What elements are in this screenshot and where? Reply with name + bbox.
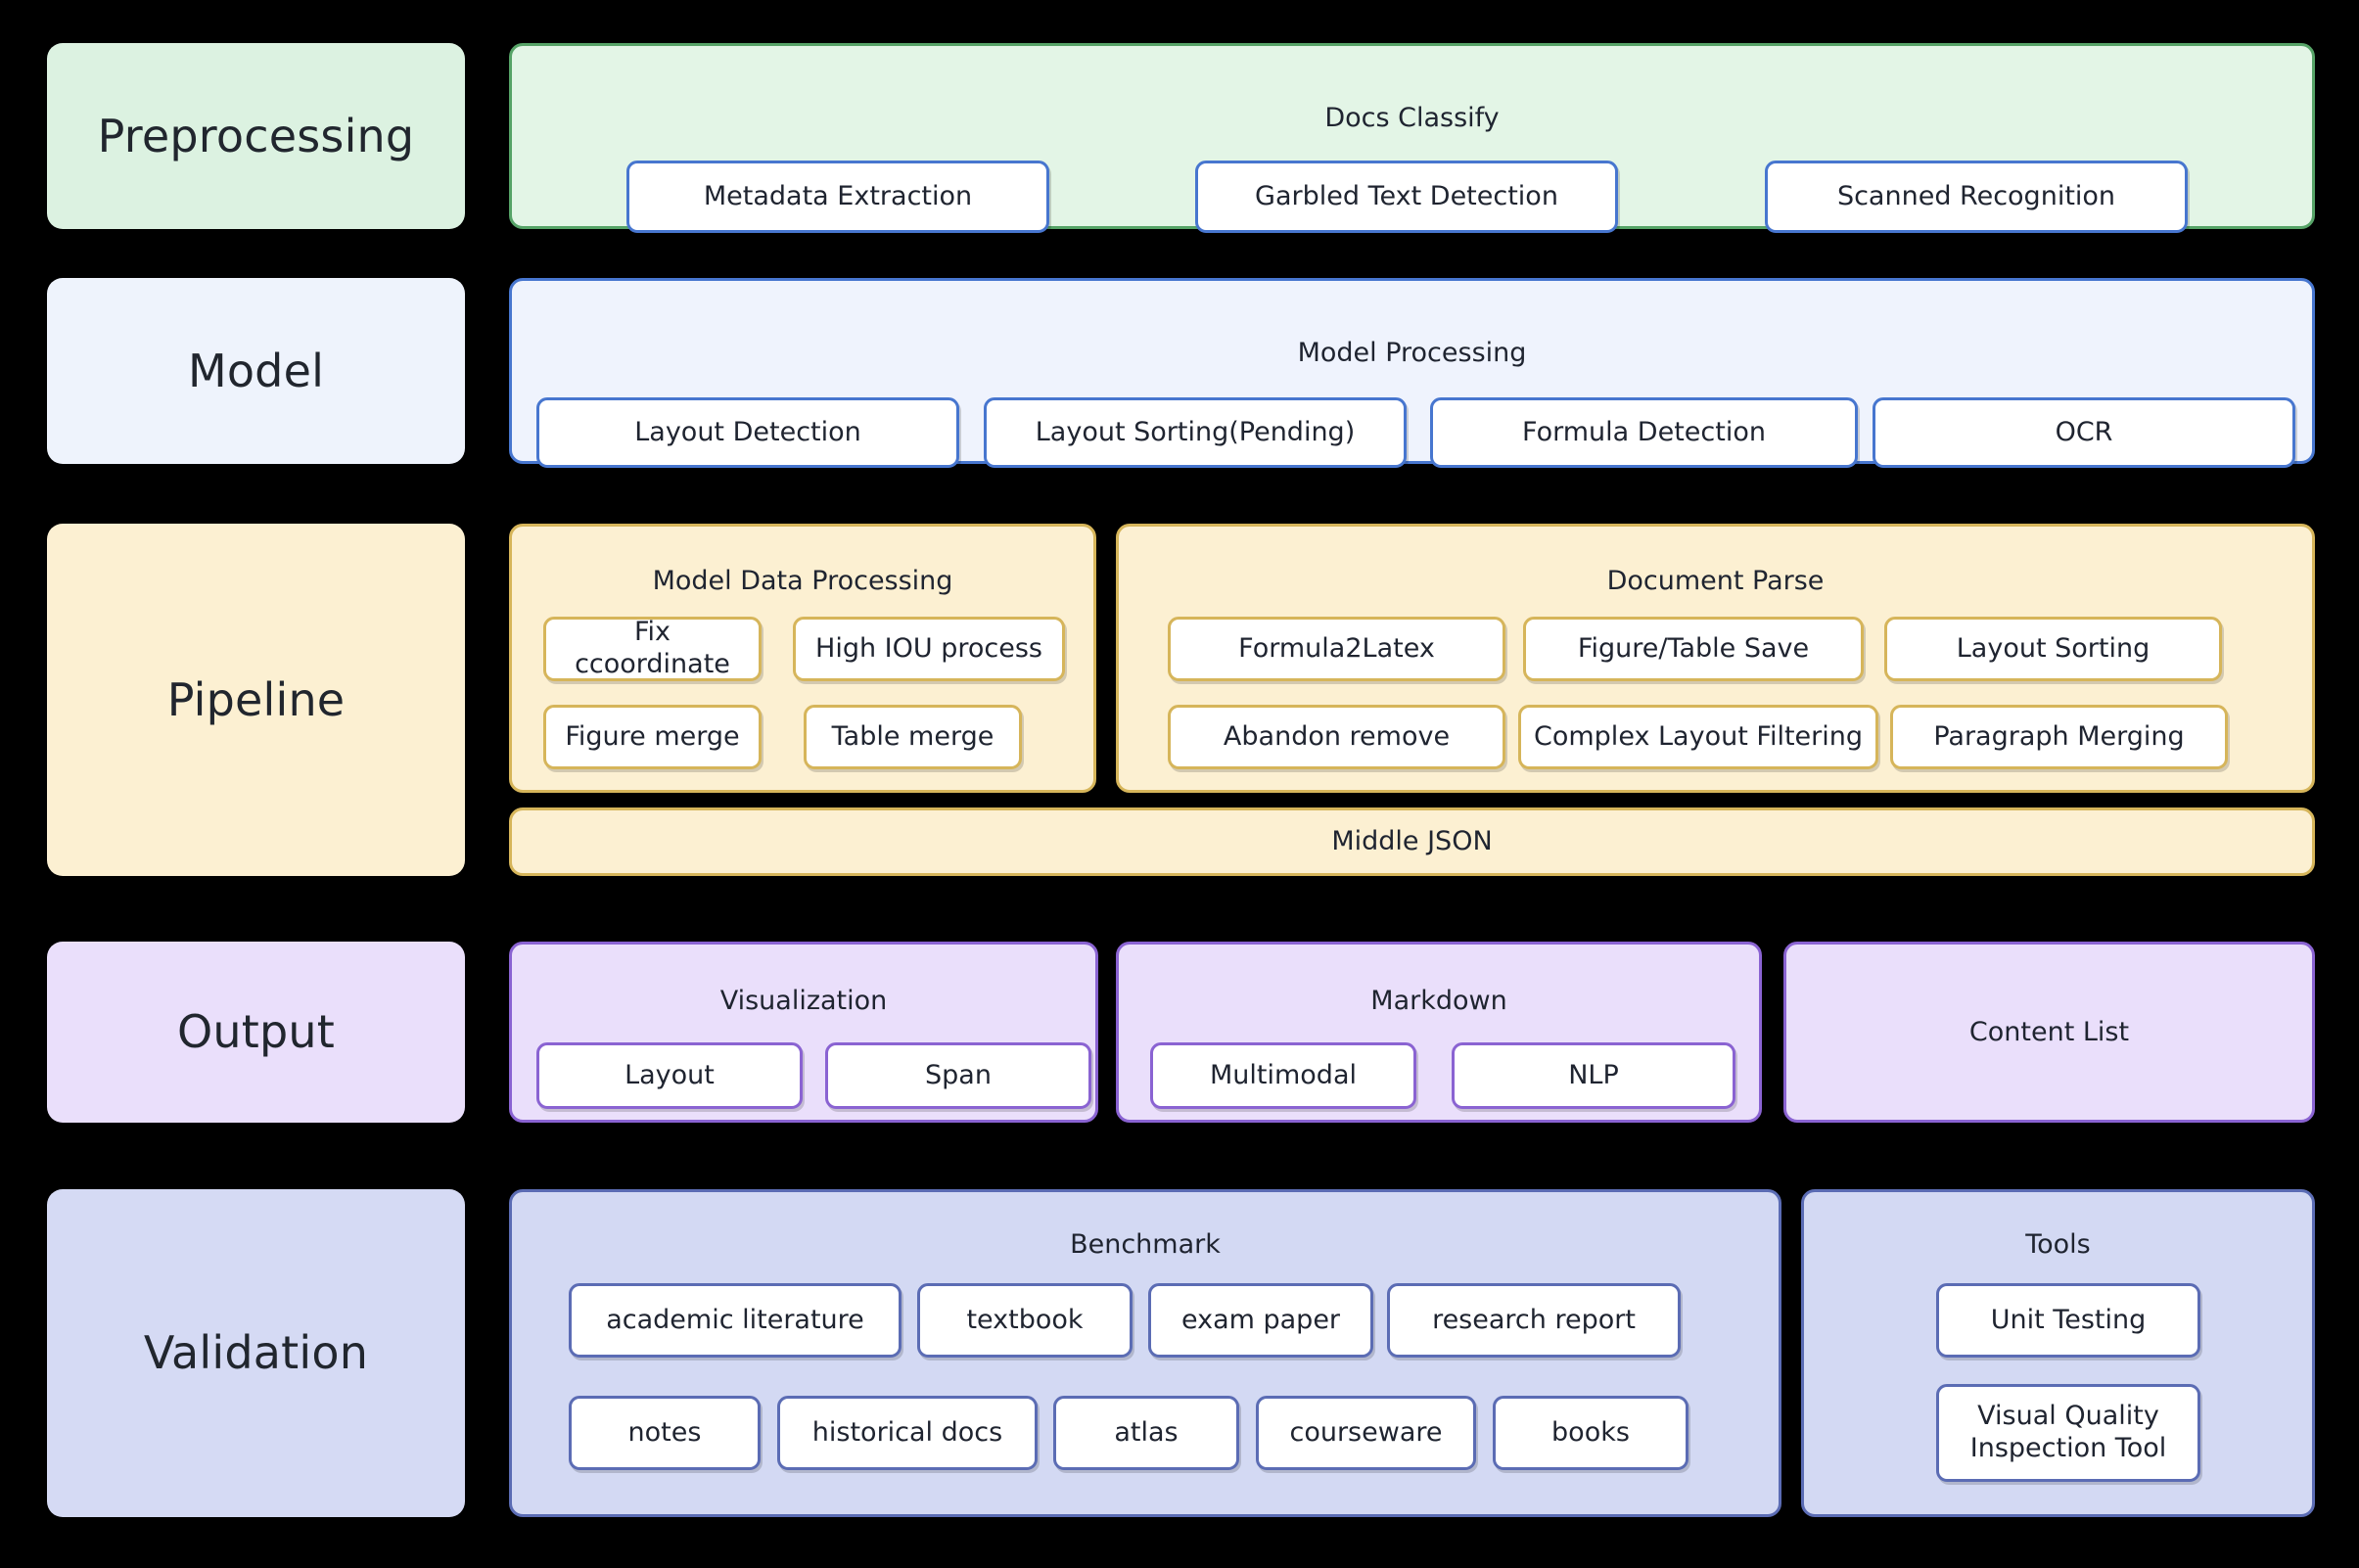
chip-formula-detection[interactable]: Formula Detection [1430,397,1858,468]
chip-nlp[interactable]: NLP [1452,1042,1735,1109]
chip-garbled-text-detection[interactable]: Garbled Text Detection [1195,161,1618,233]
chip-notes[interactable]: notes [569,1396,761,1470]
chip-span[interactable]: Span [825,1042,1091,1109]
chip-unit-testing[interactable]: Unit Testing [1936,1283,2200,1358]
group-docs-classify: Docs Classify Metadata Extraction Garble… [509,43,2315,233]
chip-metadata-extraction[interactable]: Metadata Extraction [626,161,1049,233]
chip-abandon-remove[interactable]: Abandon remove [1168,705,1505,769]
chip-scanned-recognition[interactable]: Scanned Recognition [1765,161,2188,233]
chip-high-iou-process[interactable]: High IOU process [793,617,1065,681]
chip-formula2latex[interactable]: Formula2Latex [1168,617,1505,681]
stage-label-output: Output [47,942,465,1123]
chip-multimodal[interactable]: Multimodal [1150,1042,1416,1109]
group-title-markdown: Markdown [1370,986,1507,1016]
group-content-list[interactable]: Content List [1783,942,2315,1123]
chip-layout-detection[interactable]: Layout Detection [536,397,959,468]
group-title-tools: Tools [2025,1229,2091,1260]
group-model-processing: Model Processing Layout Detection Layout… [509,278,2315,468]
stage-label-model: Model [47,278,465,464]
chip-layout[interactable]: Layout [536,1042,803,1109]
chip-exam-paper[interactable]: exam paper [1148,1283,1373,1358]
chip-research-report[interactable]: research report [1387,1283,1681,1358]
chip-figure-merge[interactable]: Figure merge [543,705,762,769]
chip-table-merge[interactable]: Table merge [804,705,1022,769]
group-title-document-parse: Document Parse [1606,566,1825,596]
stage-label-pipeline: Pipeline [47,524,465,876]
chip-figure-table-save[interactable]: Figure/Table Save [1523,617,1864,681]
chip-visual-quality-inspection-tool[interactable]: Visual Quality Inspection Tool [1936,1384,2200,1482]
group-title-model-processing: Model Processing [1297,338,1527,368]
group-model-data-processing: Model Data Processing Fix ccoordinate Hi… [509,524,1096,793]
chip-layout-sorting-pending[interactable]: Layout Sorting(Pending) [984,397,1407,468]
chip-historical-docs[interactable]: historical docs [777,1396,1038,1470]
group-title-benchmark: Benchmark [1070,1229,1221,1260]
group-benchmark: Benchmark academic literature textbook e… [509,1189,1781,1517]
chip-paragraph-merging[interactable]: Paragraph Merging [1890,705,2228,769]
chip-academic-literature[interactable]: academic literature [569,1283,902,1358]
chip-layout-sorting[interactable]: Layout Sorting [1884,617,2222,681]
group-tools: Tools Unit Testing Visual Quality Inspec… [1801,1189,2315,1517]
group-visualization: Visualization Layout Span [509,942,1098,1123]
group-title-visualization: Visualization [719,986,888,1016]
chip-textbook[interactable]: textbook [917,1283,1133,1358]
bar-middle-json[interactable]: Middle JSON [509,807,2315,876]
stage-label-preprocessing: Preprocessing [47,43,465,229]
group-document-parse: Document Parse Formula2Latex Figure/Tabl… [1116,524,2315,793]
chip-fix-ccoordinate[interactable]: Fix ccoordinate [543,617,762,681]
group-markdown: Markdown Multimodal NLP [1116,942,1762,1123]
chip-courseware[interactable]: courseware [1256,1396,1476,1470]
chip-atlas[interactable]: atlas [1053,1396,1239,1470]
group-title-model-data-processing: Model Data Processing [652,566,953,596]
group-title-docs-classify: Docs Classify [1324,103,1500,133]
chip-complex-layout-filtering[interactable]: Complex Layout Filtering [1518,705,1878,769]
chip-ocr[interactable]: OCR [1873,397,2295,468]
chip-books[interactable]: books [1493,1396,1688,1470]
stage-label-validation: Validation [47,1189,465,1517]
